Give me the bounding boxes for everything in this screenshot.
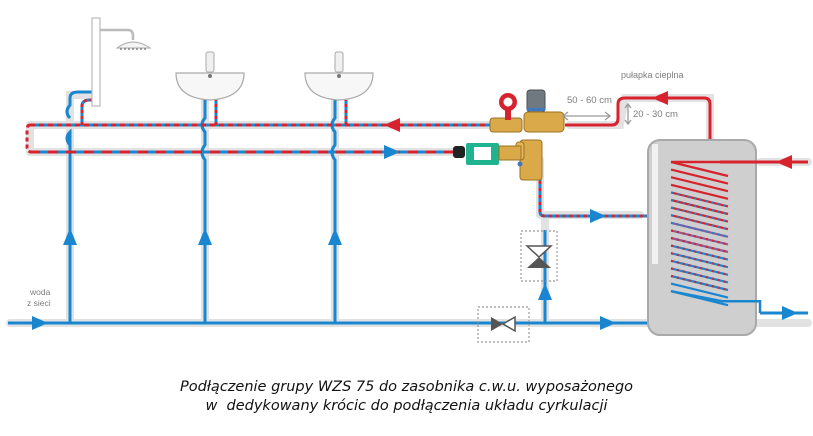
cold-risers bbox=[65, 90, 346, 323]
washbasin-icon bbox=[304, 51, 374, 101]
circulation-diagram: pułapka cieplna 50 - 60 cm 20 - 30 cm wo… bbox=[6, 17, 812, 343]
flow-arrow-icon bbox=[538, 283, 552, 300]
hot-supply-line bbox=[30, 118, 500, 132]
vertical-dimension-arrow bbox=[624, 102, 632, 126]
pump-union bbox=[453, 146, 465, 158]
coil-turn-overlay bbox=[670, 274, 729, 292]
coil-turn bbox=[670, 282, 729, 299]
shower-icon bbox=[91, 17, 152, 107]
coil-turn bbox=[670, 176, 729, 193]
caption-line-1: Podłączenie grupy WZS 75 do zasobnika c.… bbox=[179, 379, 634, 395]
coil-turn-overlay bbox=[670, 206, 729, 223]
horizontal-distance-label: 50 - 60 cm bbox=[567, 95, 612, 106]
coil-turn-overlay bbox=[670, 191, 729, 208]
coil-turn-overlay bbox=[670, 198, 729, 216]
coil-turn-overlay bbox=[670, 259, 729, 276]
figure-caption: Podłączenie grupy WZS 75 do zasobnika c.… bbox=[0, 378, 813, 416]
flow-arrow-icon bbox=[384, 118, 400, 132]
flow-arrow-icon bbox=[384, 145, 400, 159]
heat-trap-label: pułapka cieplna bbox=[621, 70, 684, 80]
circulation-return-line bbox=[30, 145, 455, 159]
coil-turn bbox=[670, 160, 729, 178]
water-inlet-label-line2: z sieci bbox=[27, 298, 51, 308]
coil-turn-overlay bbox=[670, 229, 729, 246]
coil-turn-overlay bbox=[670, 236, 729, 254]
coil-turn-overlay bbox=[670, 221, 729, 238]
coil-turn-overlay bbox=[670, 267, 729, 284]
coil-turn-overlay bbox=[670, 214, 729, 231]
flow-arrow-icon bbox=[63, 228, 77, 245]
flow-arrow-icon bbox=[198, 228, 212, 245]
flow-arrow-icon bbox=[32, 316, 48, 330]
shutoff-valve-horizontal[interactable] bbox=[477, 306, 530, 343]
hot-water-tank bbox=[647, 139, 808, 336]
flow-arrow-icon bbox=[328, 228, 342, 245]
hot-branches bbox=[80, 98, 348, 125]
coil-turn bbox=[670, 168, 729, 185]
washbasin-icon bbox=[175, 51, 245, 101]
flow-arrow-icon bbox=[652, 91, 668, 105]
coil-turn bbox=[670, 183, 729, 200]
caption-line-2: w dedykowany krócic do podłączenia układ… bbox=[205, 398, 608, 414]
heat-trap-line bbox=[565, 91, 712, 145]
flow-arrow-icon bbox=[776, 155, 792, 169]
coil-turn-overlay bbox=[670, 252, 729, 269]
cold-water-main bbox=[8, 306, 808, 330]
water-inlet-label-line1: woda bbox=[29, 287, 51, 297]
ball-valve bbox=[489, 117, 523, 133]
flow-arrow-icon bbox=[600, 316, 616, 330]
flow-arrow-icon bbox=[590, 209, 606, 223]
heating-coil bbox=[670, 160, 762, 313]
shutoff-valve-vertical[interactable] bbox=[520, 230, 558, 282]
loop-end bbox=[25, 123, 33, 154]
vertical-distance-label: 20 - 30 cm bbox=[633, 109, 678, 120]
coil-turn-overlay bbox=[670, 244, 729, 261]
flow-arrow-icon bbox=[782, 306, 798, 320]
coil-outlet bbox=[670, 289, 762, 313]
circulation-to-tank bbox=[538, 160, 648, 323]
riser-arrows bbox=[63, 228, 342, 245]
circulation-group bbox=[453, 89, 565, 181]
horizontal-dimension-arrow bbox=[561, 111, 612, 121]
